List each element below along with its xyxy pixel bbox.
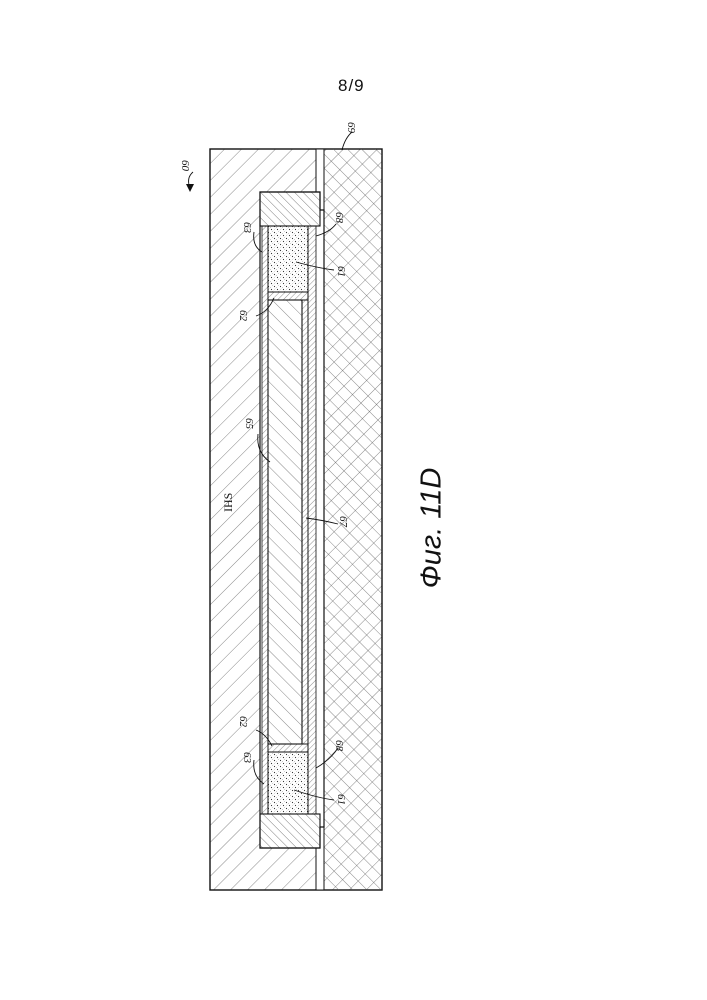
label-67: 67: [337, 516, 349, 528]
layer-67: [302, 300, 308, 744]
figure-caption: Фиг. 11D: [416, 468, 449, 589]
label-68-bottom: 68: [333, 740, 345, 752]
label-ihs: IHS: [221, 493, 235, 512]
label-62-top: 62: [237, 310, 249, 322]
lid-69: [324, 149, 382, 890]
arrowhead-60: [186, 184, 194, 192]
layer-68: [308, 226, 316, 814]
top-seal-block: [260, 192, 320, 226]
spacer-62-bottom: [268, 744, 308, 752]
label-63-top: 63: [241, 222, 253, 234]
lining-63: [262, 226, 268, 814]
label-63-bottom: 63: [241, 752, 253, 764]
tim-61-top: [268, 226, 308, 292]
label-62-bottom: 62: [237, 716, 249, 728]
label-69: 69: [345, 122, 357, 134]
tim-61-bottom: [268, 752, 308, 814]
label-61-bottom: 61: [335, 794, 347, 805]
label-65: 65: [243, 418, 255, 430]
label-61-top: 61: [335, 266, 347, 277]
label-68-top: 68: [333, 212, 345, 224]
die-65: [268, 300, 302, 744]
bottom-seal-block: [260, 814, 320, 848]
label-60: 60: [179, 160, 191, 172]
